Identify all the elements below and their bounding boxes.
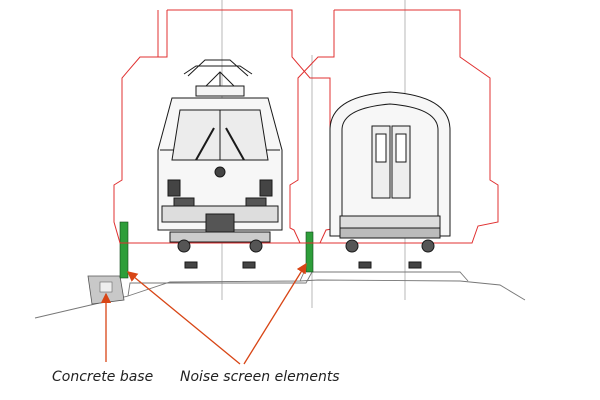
clearance-outline-right — [289, 9, 499, 244]
concrete-base — [87, 275, 125, 305]
noise-screen-left — [119, 221, 129, 279]
noise-screen-label: Noise screen elements — [180, 369, 340, 385]
arrow-noise-screen-left — [126, 271, 241, 365]
noise-screen-right — [305, 231, 314, 273]
locomotive — [157, 59, 283, 269]
annotation-arrows — [100, 262, 307, 365]
passenger-coach — [329, 91, 451, 269]
concrete-base-label: Concrete base — [52, 369, 154, 385]
clearance-outline-left — [113, 9, 339, 244]
noise-screen-elements — [119, 221, 314, 279]
arrow-noise-screen-right — [243, 262, 307, 365]
